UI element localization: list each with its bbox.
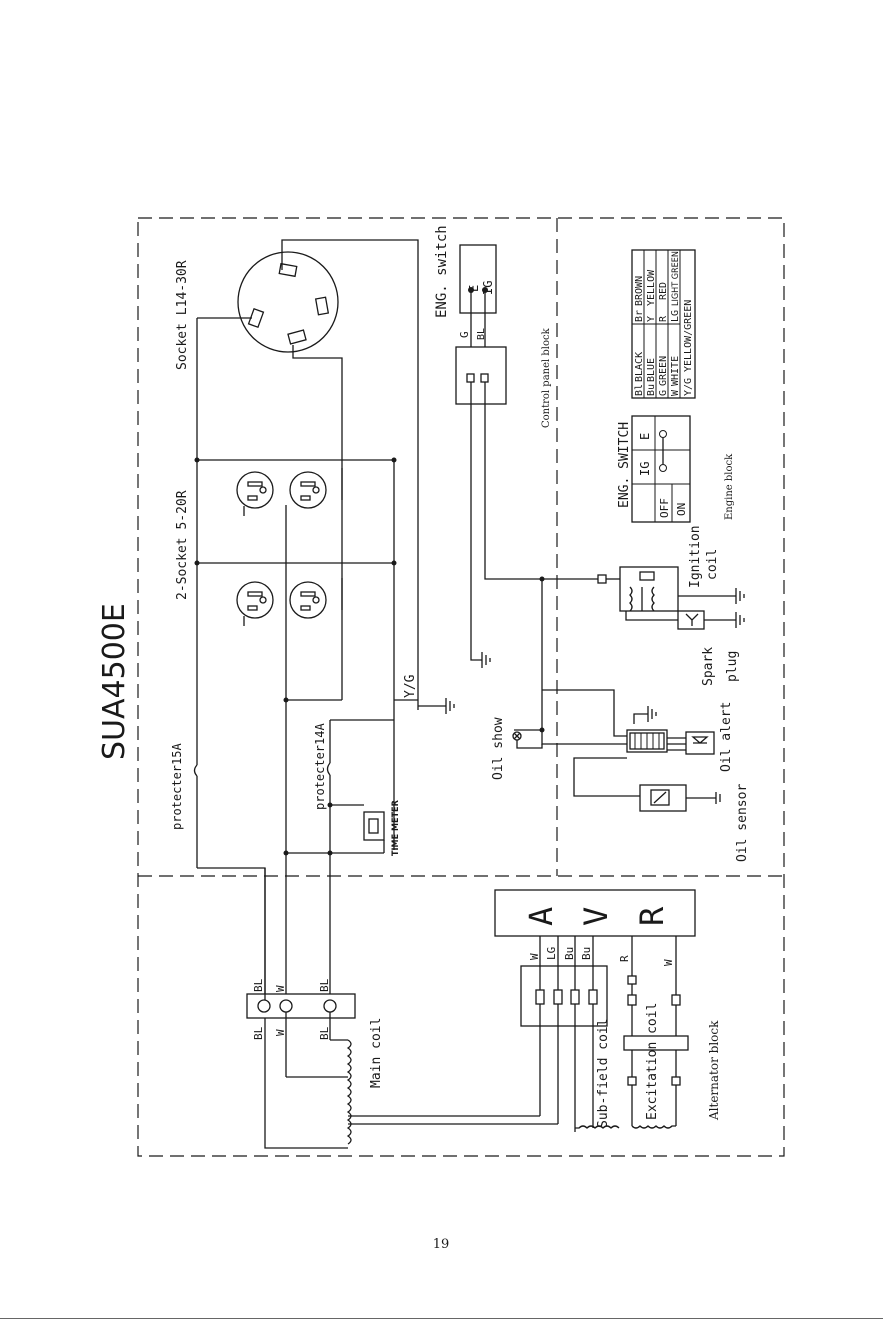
- terminal-label-bl-bottom-2: BL: [318, 1026, 331, 1040]
- avr-symbol-v: V: [577, 907, 615, 926]
- legend-w-name: WHITE: [670, 356, 681, 386]
- color-legend-table: [631, 249, 696, 399]
- ignition-label: Ignition: [688, 525, 703, 588]
- excitation-coil: [623, 936, 689, 1129]
- time-meter: [363, 811, 385, 841]
- avr-wire-bu-2: Bu: [580, 947, 593, 960]
- eng-switch-g: G: [458, 331, 471, 338]
- bottom-rule: [0, 1318, 883, 1319]
- legend-br-code: Br: [634, 310, 645, 322]
- sub-field-coil-label: Sub-field coil: [596, 1018, 611, 1128]
- time-meter-label: TIME METER: [391, 799, 401, 856]
- junction-dots: [194, 457, 545, 856]
- legend-g-code: G: [658, 390, 669, 396]
- eng-switch-table: [631, 415, 691, 523]
- main-terminal-block: [246, 868, 558, 1145]
- eng-switch-label: ENG. switch: [434, 225, 450, 318]
- protecter14a-symbol: [326, 762, 331, 776]
- plug-label: plug: [725, 651, 740, 682]
- socket-l14-30r: [237, 251, 339, 353]
- eng-switch-e: E: [467, 285, 481, 292]
- avr-wire-r: R: [618, 955, 631, 962]
- socket-5-20r-group: [236, 471, 327, 619]
- avr-symbol-r: R: [633, 906, 671, 926]
- alternator-block-label: Alternator block: [707, 1020, 721, 1121]
- panel-wiring: [196, 239, 455, 1149]
- terminal-label-bl-top-1: BL: [252, 978, 265, 992]
- ignition-coil: [597, 566, 745, 621]
- legend-lg-name: LIGHT GREEN: [671, 251, 681, 306]
- diagram-title: SUA4500E: [97, 603, 132, 760]
- spark-plug: [677, 610, 745, 630]
- avr-symbol-a: A: [522, 907, 560, 926]
- protecter15a-symbol: [193, 764, 198, 777]
- legend-g-name: GREEN: [658, 356, 669, 386]
- page-number: 19: [433, 1237, 450, 1252]
- eng-switch-ig: IG: [481, 281, 495, 295]
- oil-show-label: Oil show: [491, 717, 506, 780]
- outer-frame: [137, 217, 785, 1157]
- legend-bu-code: Bu: [646, 384, 657, 396]
- protecter15a-label: protecter15A: [170, 743, 184, 830]
- eng-switch-table-e: E: [638, 433, 652, 440]
- legend-y-code: Y: [646, 316, 657, 322]
- eng-switch: [455, 244, 598, 668]
- terminal-label-bl-top-2: BL: [318, 978, 331, 992]
- legend-yg-name: YELLOW/GREEN: [683, 300, 694, 372]
- protecter14a-label: protecter14A: [313, 723, 327, 810]
- legend-bl-name: BLACK: [634, 352, 645, 382]
- oil-show-lamp: [512, 731, 543, 749]
- legend-bl-code: Bl: [634, 384, 645, 396]
- terminal-label-w-top: W: [274, 985, 287, 992]
- control-panel-block-label: Control panel block: [541, 327, 552, 428]
- main-coil-label: Main coil: [369, 1018, 384, 1088]
- avr-wire-bu-1: Bu: [563, 947, 576, 960]
- oil-alert-label: Oil alert: [719, 702, 734, 772]
- legend-yg-code: Y/G: [683, 378, 694, 396]
- oil-alert: [514, 579, 715, 797]
- legend-w-code: W: [670, 389, 681, 396]
- engine-block-label: Engine block: [724, 453, 735, 520]
- eng-switch-table-off: OFF: [658, 498, 671, 518]
- terminal-label-bl-bottom-1: BL: [252, 1026, 265, 1040]
- legend-y-name: YELLOW: [646, 269, 657, 306]
- socket-l14-label: Socket L14-30R: [175, 260, 190, 370]
- eng-switch-table-ig: IG: [638, 462, 652, 476]
- ignition-coil-label: coil: [705, 549, 720, 580]
- legend-lg-code: LG: [670, 310, 681, 322]
- eng-switch-table-on: ON: [675, 503, 688, 516]
- legend-br-name: BROWN: [634, 276, 645, 306]
- eng-switch-bl: BL: [476, 328, 487, 340]
- avr-wire-w-2: W: [662, 959, 675, 966]
- yg-label: Y/G: [403, 674, 418, 698]
- oil-sensor: [639, 784, 721, 812]
- oil-sensor-label: Oil sensor: [735, 784, 750, 862]
- eng-switch-table-title: ENG. SWITCH: [617, 422, 632, 508]
- socket-5-20r-label: 2-Socket 5-20R: [175, 490, 190, 600]
- avr-wire-lg: LG: [545, 947, 558, 960]
- avr-wire-w: W: [528, 953, 541, 960]
- color-legend-entries: Bl BLACK Bu BLUE G GREEN W WHITE Y/G YEL…: [634, 251, 694, 396]
- terminal-label-w-bottom: W: [274, 1029, 287, 1036]
- subfield-connector: [520, 936, 608, 1128]
- spark-label: Spark: [701, 647, 716, 686]
- legend-r-name: RED: [658, 282, 669, 300]
- legend-r-code: R: [658, 315, 669, 322]
- excitation-coil-label: Excitation coil: [645, 1003, 660, 1120]
- avr-module: [494, 889, 696, 937]
- legend-bu-name: BLUE: [646, 358, 657, 382]
